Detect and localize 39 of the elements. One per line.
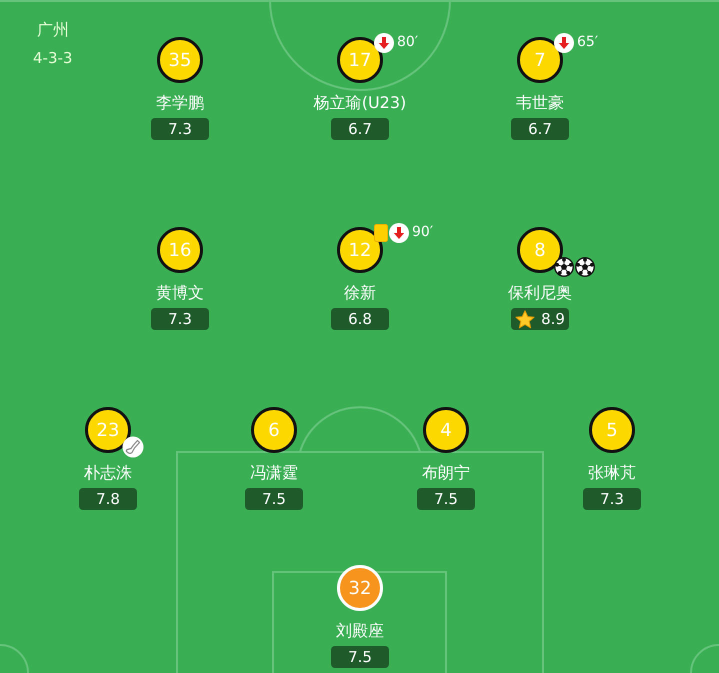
rating-tag: 6.7 [331,118,389,140]
rating-tag: 6.8 [331,308,389,330]
team-name: 广州 [37,20,69,41]
player-name: 张琳芃 [588,463,636,483]
player-name: 徐新 [344,283,376,303]
player-name: 黄博文 [156,283,204,303]
rating-tag: 7.5 [245,488,303,510]
formation-text: 4-3-3 [33,49,72,67]
rating-tag: 7.5 [417,488,475,510]
rating-tag: 7.5 [331,646,389,668]
player-name: 保利尼奥 [508,283,572,303]
player-name: 刘殿座 [336,621,384,641]
jersey-number: 12 [337,227,383,273]
rating-tag: 7.8 [79,488,137,510]
substitution-minute: 80′ [397,33,418,51]
player-name: 布朗宁 [422,463,470,483]
player-name: 杨立瑜(U23) [314,93,406,113]
rating-tag: 6.7 [511,118,569,140]
substitution-minute: 90′ [412,223,433,241]
rating-value: 8.9 [541,309,565,330]
jersey-number: 5 [589,407,635,453]
jersey-number: 6 [251,407,297,453]
rating-tag [511,308,569,330]
rating-tag: 7.3 [151,118,209,140]
player-name: 李学鹏 [156,93,204,113]
jersey-number: 35 [157,37,203,83]
jersey-number: 16 [157,227,203,273]
jersey-number: 4 [423,407,469,453]
player-name: 韦世豪 [516,93,564,113]
jersey-number: 17 [337,37,383,83]
jersey-number: 7 [517,37,563,83]
rating-tag: 7.3 [151,308,209,330]
rating-tag: 7.3 [583,488,641,510]
player-name: 冯潇霆 [250,463,298,483]
player-name: 朴志洙 [84,463,132,483]
jersey-number: 32 [337,565,383,611]
jersey-number: 23 [85,407,131,453]
jersey-number: 8 [517,227,563,273]
substitution-minute: 65′ [577,33,598,51]
